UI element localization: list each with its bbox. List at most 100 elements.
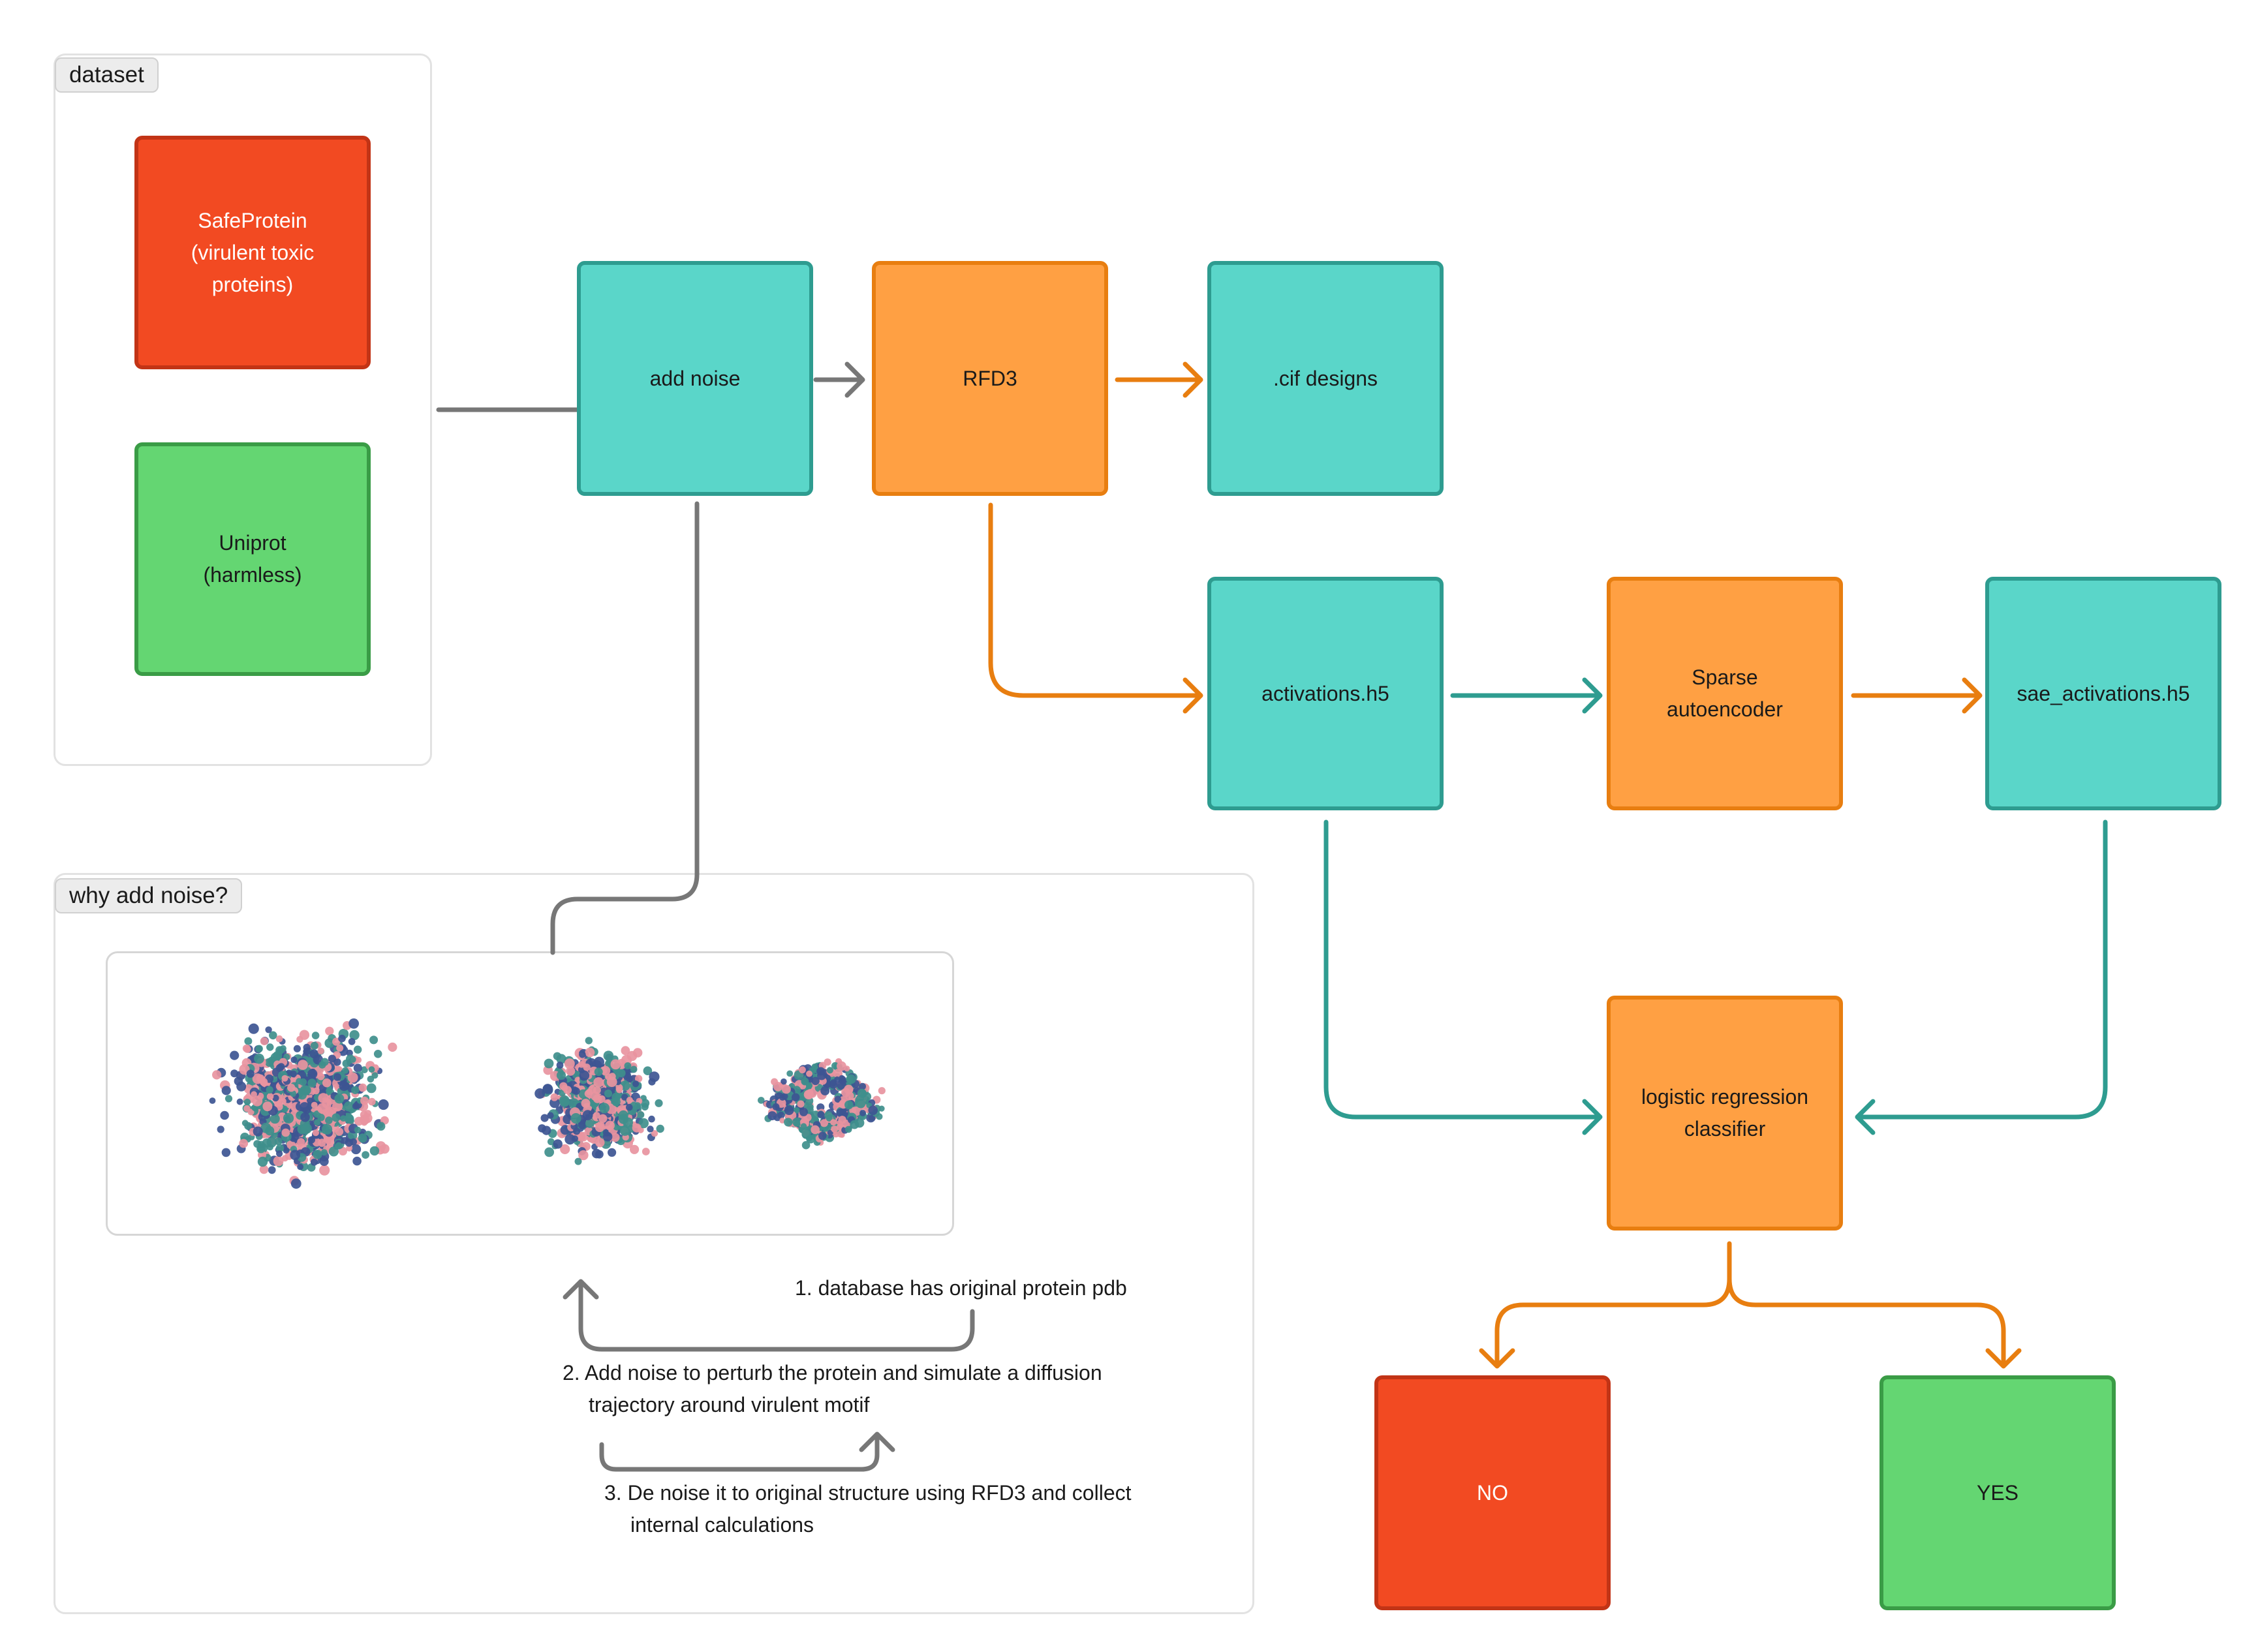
step-1-text: database has original protein pdb: [818, 1276, 1127, 1300]
protein-particle: [378, 1099, 389, 1110]
protein-particle: [220, 1110, 229, 1120]
sae-activations-label: sae_activations.h5: [2017, 681, 2190, 705]
protein-particle: [283, 1147, 290, 1154]
protein-particle: [307, 1069, 318, 1079]
protein-particle: [236, 1098, 243, 1105]
protein-particle: [608, 1148, 617, 1157]
protein-particle: [595, 1122, 605, 1133]
protein-particle: [310, 1041, 318, 1050]
protein-particle: [366, 1083, 377, 1094]
activations-node: activations.h5: [1207, 577, 1444, 810]
safeprotein-label-line2: (virulent toxic: [191, 240, 315, 264]
wire-sae-activations-to-classifier: [1856, 819, 2108, 1120]
protein-particle: [839, 1075, 845, 1081]
protein-particle: [786, 1070, 794, 1077]
protein-particle: [791, 1093, 800, 1102]
protein-particle: [275, 1144, 285, 1152]
protein-particle: [349, 1056, 356, 1063]
protein-particle: [248, 1023, 259, 1034]
protein-particle: [811, 1110, 820, 1120]
protein-particle: [221, 1148, 231, 1157]
protein-particle: [839, 1131, 845, 1138]
protein-particle: [281, 1128, 290, 1137]
protein-particle: [322, 1124, 333, 1135]
protein-particle: [328, 1146, 339, 1157]
arrowhead-activations-to-classifier: [1582, 1099, 1603, 1135]
protein-particle: [643, 1066, 653, 1075]
protein-particle: [314, 1119, 320, 1126]
protein-particle: [254, 1053, 264, 1064]
protein-particle: [619, 1125, 630, 1136]
protein-particle: [845, 1125, 852, 1133]
protein-particle: [270, 1114, 280, 1124]
protein-particle: [656, 1124, 664, 1133]
why-add-noise-group-label: why add noise?: [55, 878, 243, 913]
protein-particle: [350, 1144, 362, 1155]
protein-particle: [388, 1042, 397, 1052]
protein-particle: [634, 1075, 643, 1082]
protein-particle: [630, 1144, 640, 1154]
protein-particle: [564, 1058, 575, 1069]
protein-particle: [346, 1144, 353, 1152]
protein-particle: [335, 1142, 343, 1150]
protein-particle: [630, 1065, 638, 1073]
step-2-text-line1: Add noise to perturb the protein and sim…: [584, 1361, 1102, 1384]
protein-folded-icon: [758, 1058, 886, 1150]
protein-particle: [262, 1101, 273, 1112]
protein-particle: [317, 1047, 324, 1055]
protein-particle: [335, 1127, 344, 1136]
sae-activations-node: sae_activations.h5: [1985, 577, 2221, 810]
protein-particle: [648, 1078, 656, 1086]
protein-particle: [297, 1163, 303, 1170]
protein-particle: [834, 1076, 841, 1083]
protein-particle: [878, 1105, 885, 1112]
protein-particle: [633, 1048, 643, 1058]
protein-particle: [377, 1122, 386, 1131]
protein-particle: [799, 1107, 809, 1116]
protein-particle: [857, 1088, 867, 1098]
protein-particle: [547, 1112, 554, 1119]
protein-particle: [279, 1097, 286, 1105]
protein-particle: [268, 1166, 276, 1174]
protein-particle: [373, 1050, 382, 1058]
protein-particle: [553, 1052, 562, 1061]
protein-particle: [368, 1066, 375, 1073]
protein-particle: [626, 1097, 633, 1104]
protein-particle: [826, 1114, 833, 1122]
sparse-autoencoder-node: Sparse autoencoder: [1607, 577, 1843, 810]
protein-particle: [344, 1114, 354, 1124]
safeprotein-label-line3: proteins): [211, 272, 294, 296]
protein-particle: [794, 1120, 801, 1127]
protein-particle: [266, 1093, 274, 1100]
protein-particle: [369, 1035, 379, 1045]
protein-particle: [637, 1111, 645, 1119]
protein-particle: [856, 1098, 866, 1109]
protein-particle: [544, 1058, 554, 1069]
protein-particle: [632, 1123, 642, 1133]
protein-particle: [585, 1037, 593, 1045]
protein-particle: [556, 1062, 564, 1069]
protein-particle: [623, 1117, 633, 1128]
step-2-text-line2: trajectory around virulent motif: [589, 1393, 870, 1416]
protein-particle: [307, 1078, 317, 1088]
protein-particle: [290, 1150, 301, 1161]
protein-particle: [553, 1139, 563, 1149]
protein-particle: [348, 1038, 356, 1045]
protein-particle: [816, 1067, 826, 1076]
logistic-regression-label-line1: logistic regression: [1641, 1085, 1809, 1109]
protein-particle: [247, 1109, 255, 1116]
wire-add-noise-to-panel: [550, 501, 700, 955]
protein-particle: [859, 1110, 866, 1116]
protein-particle: [593, 1112, 600, 1119]
protein-particle: [318, 1139, 326, 1147]
protein-particle: [253, 1140, 262, 1148]
protein-particle: [260, 1122, 271, 1133]
protein-particle: [827, 1129, 833, 1136]
protein-particle: [300, 1112, 310, 1122]
protein-particle: [640, 1099, 650, 1108]
protein-particle: [369, 1146, 380, 1156]
protein-particle: [338, 1034, 346, 1043]
protein-particle: [299, 1078, 307, 1086]
protein-particle: [251, 1091, 257, 1098]
protein-particle: [799, 1066, 806, 1074]
